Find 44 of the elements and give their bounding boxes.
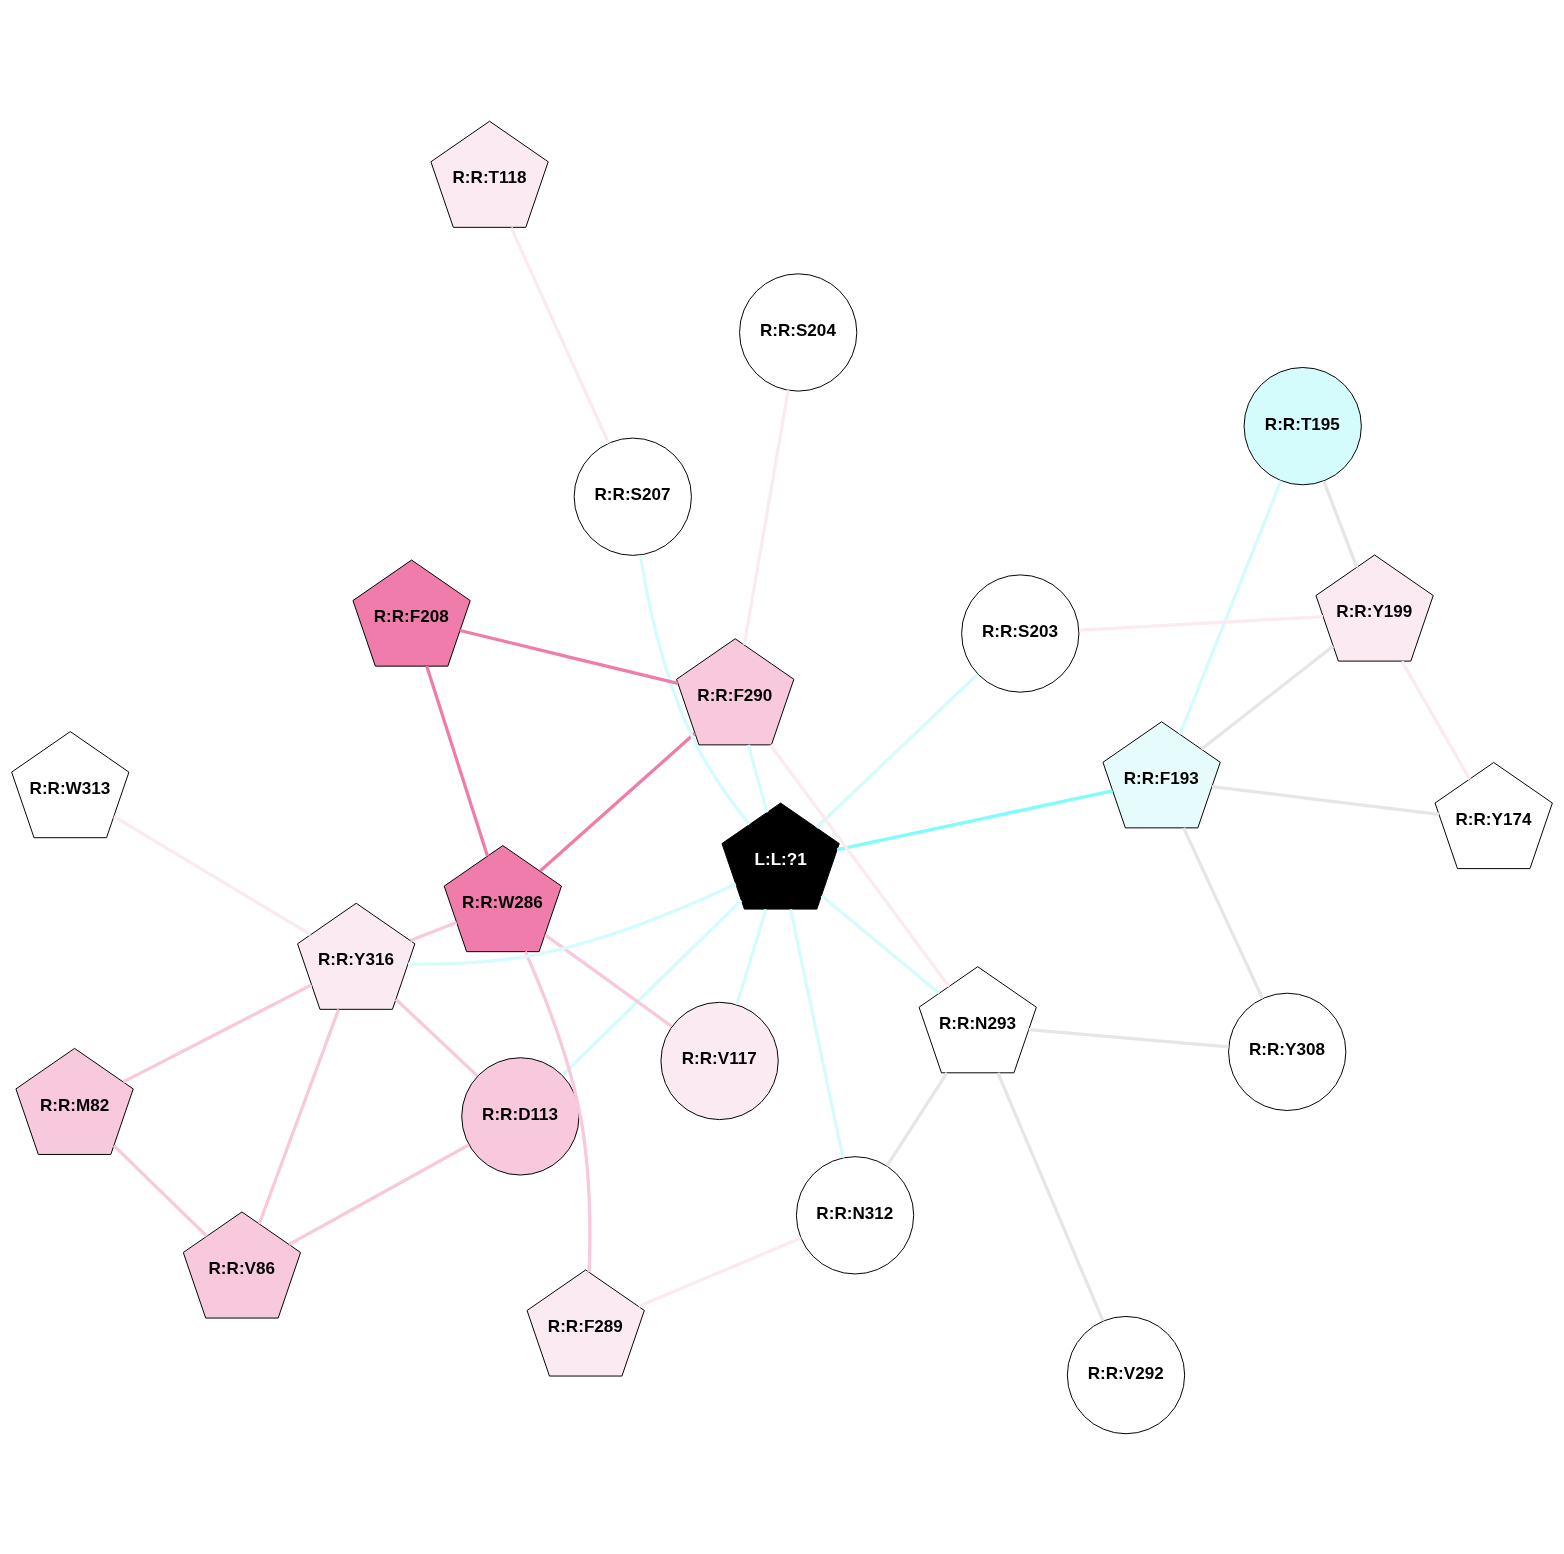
connector: [425, 665, 490, 857]
connector: [523, 950, 592, 1272]
connector: [735, 908, 768, 1005]
connector: [1079, 614, 1324, 632]
connector: [789, 908, 845, 1158]
connector: [836, 788, 1113, 851]
connector: [409, 920, 458, 942]
connector: [1182, 826, 1264, 999]
connector: [815, 672, 979, 829]
node-circle: R:R:V117: [660, 1001, 779, 1120]
connector: [288, 1142, 470, 1246]
connector: [408, 881, 737, 966]
connector: [544, 933, 673, 1028]
connector: [1322, 480, 1359, 568]
connector: [509, 226, 611, 444]
connector: [638, 554, 751, 825]
connector: [1178, 479, 1283, 735]
node-circle: R:R:D113: [461, 1056, 580, 1175]
connector: [122, 982, 313, 1083]
connector: [539, 731, 696, 872]
connector: [1211, 784, 1440, 816]
connector: [394, 997, 479, 1077]
node-circle: R:R:V292: [1066, 1315, 1186, 1434]
connector: [1028, 1027, 1229, 1048]
node-circle: R:R:S207: [573, 437, 692, 556]
connector: [112, 1143, 208, 1237]
connector: [885, 1071, 949, 1167]
connector: [746, 744, 769, 813]
connector: [820, 894, 941, 994]
node-circle: R:R:S204: [739, 272, 858, 392]
connector: [638, 1236, 802, 1308]
node-circle: R:R:T195: [1243, 366, 1362, 485]
connector: [742, 389, 790, 645]
connector: [1400, 660, 1472, 780]
connector: [459, 628, 679, 685]
connector: [561, 898, 743, 1076]
connector: [769, 743, 951, 987]
connector: [257, 1008, 341, 1224]
node-circle: R:R:N312: [795, 1155, 915, 1274]
connector: [113, 814, 312, 936]
node-circle: R:R:Y308: [1228, 992, 1347, 1111]
connector: [1200, 644, 1335, 751]
node-circle: R:R:S203: [961, 573, 1080, 693]
connector: [996, 1071, 1105, 1321]
